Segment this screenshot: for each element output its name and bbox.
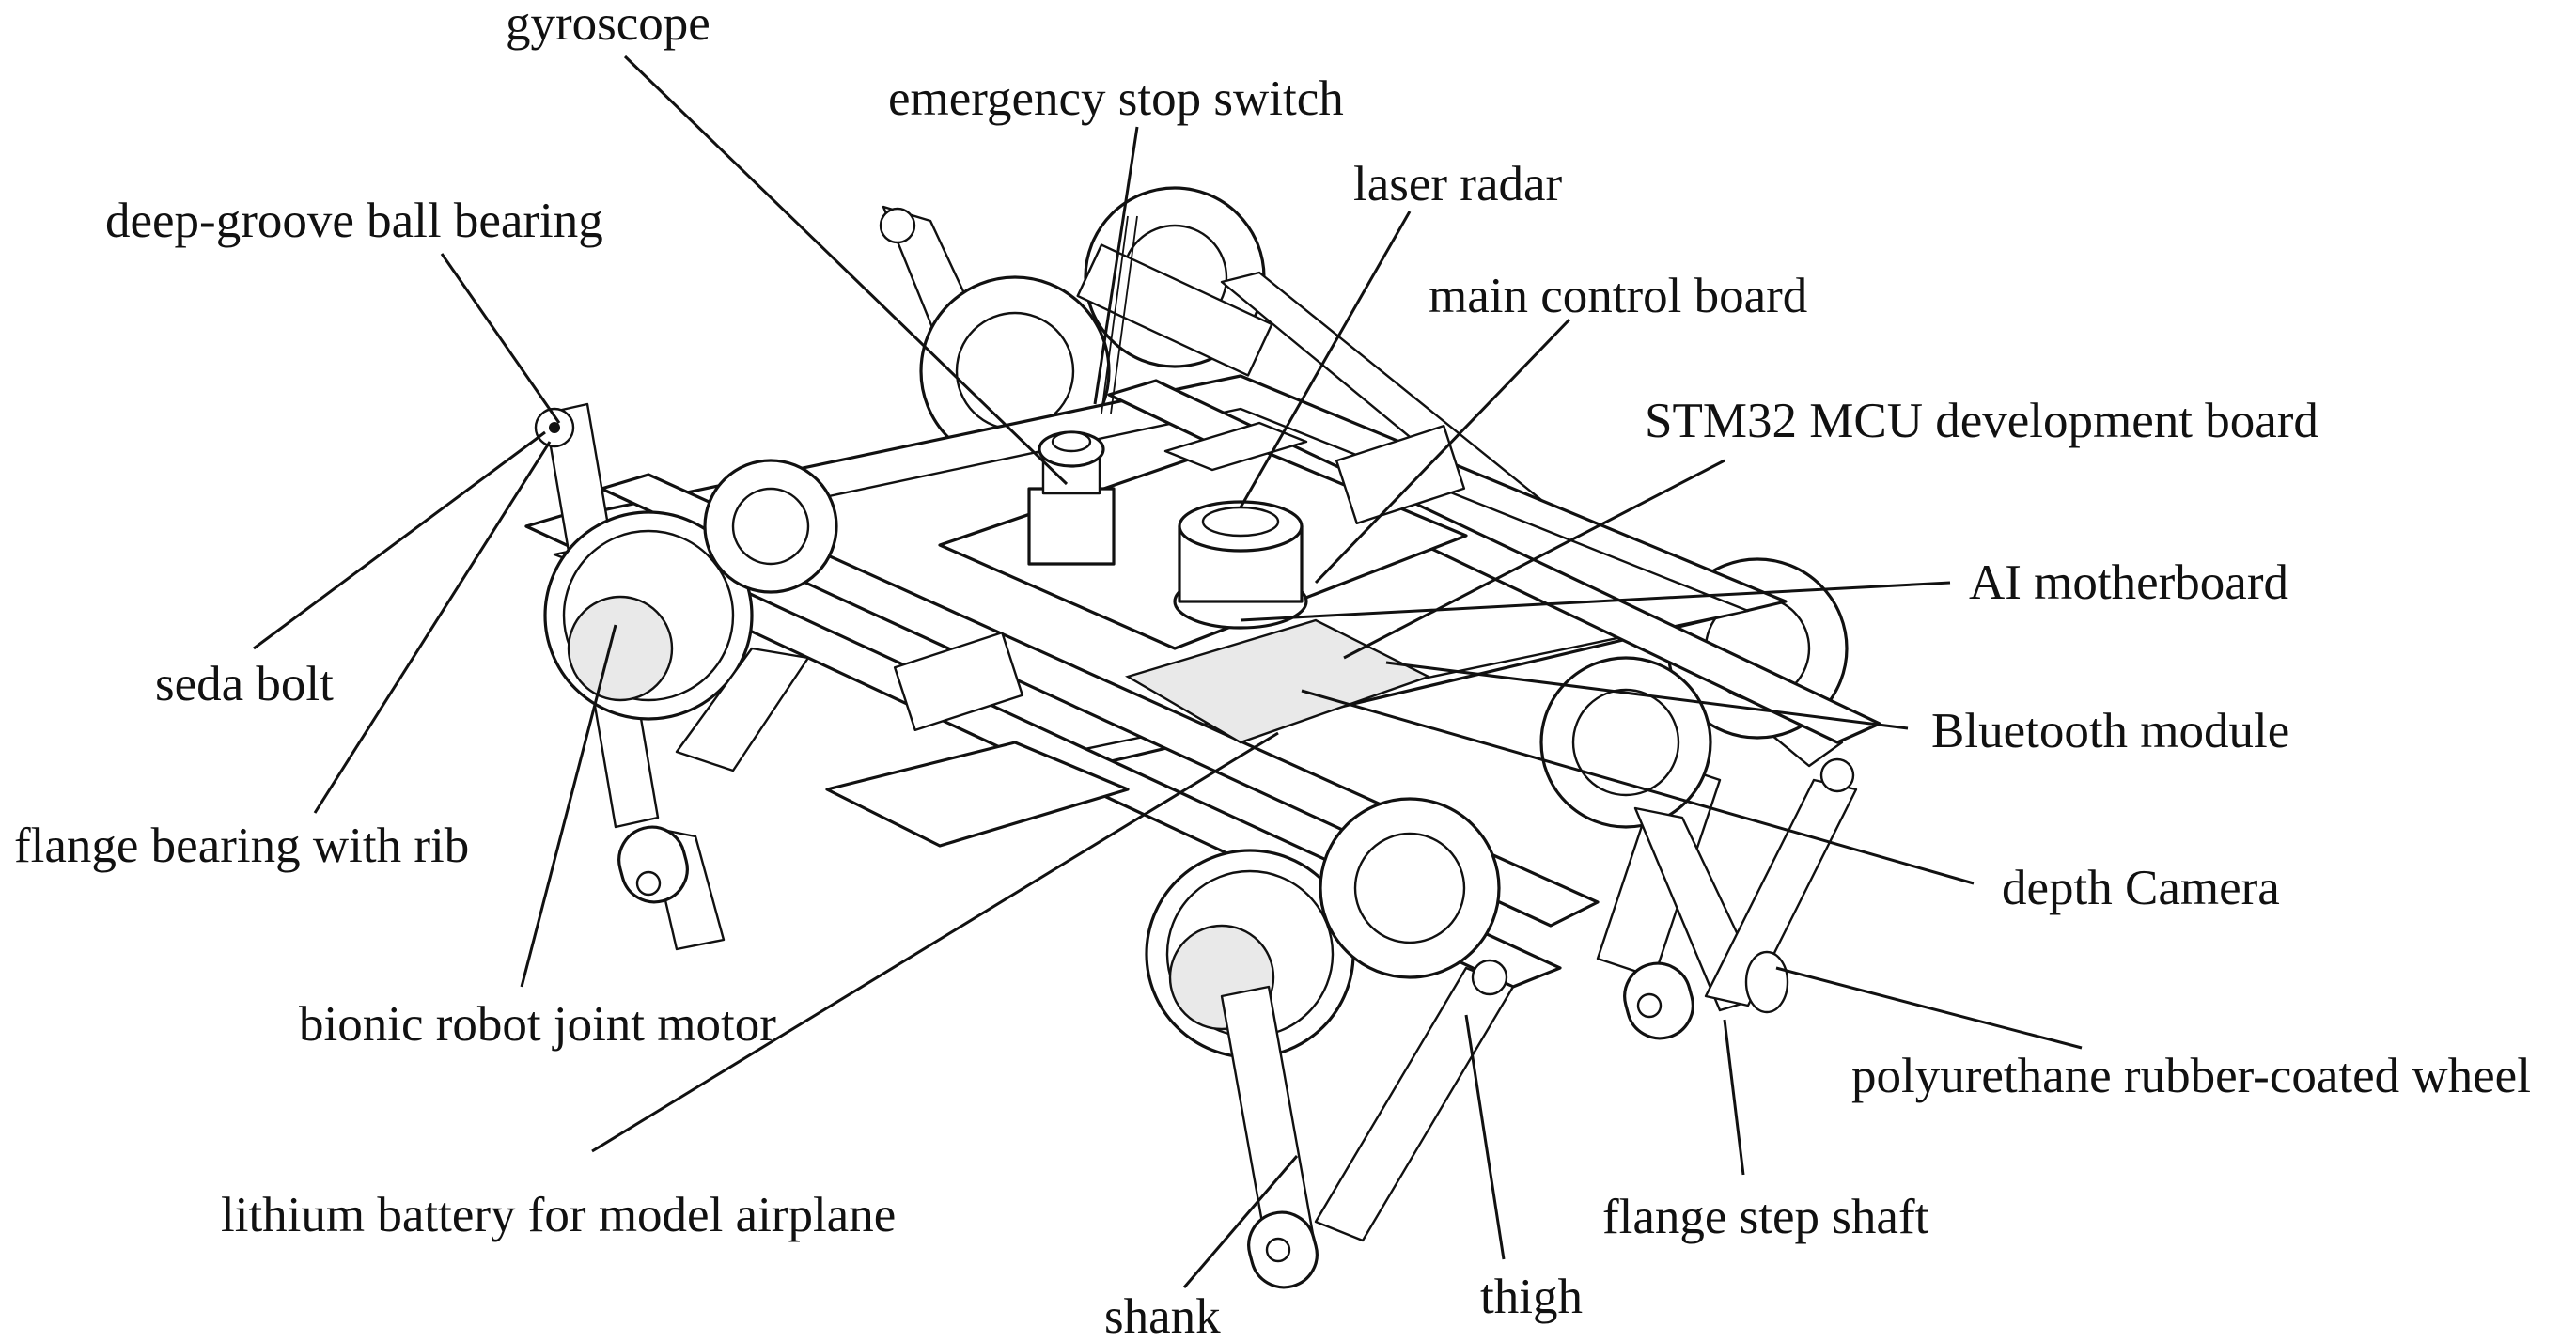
label-gyroscope: gyroscope	[506, 0, 710, 51]
label-seda-bolt: seda bolt	[155, 657, 334, 711]
leader-thigh	[1464, 1014, 1506, 1260]
label-lithium-battery: lithium battery for model airplane	[221, 1188, 896, 1242]
leader-seda-bolt	[253, 430, 546, 650]
leader-stm32	[1343, 459, 1725, 660]
label-stm32-mcu-development-board: STM32 MCU development board	[1645, 394, 2318, 448]
leader-ai-motherboard	[1240, 581, 1951, 622]
label-flange-step-shaft: flange step shaft	[1602, 1190, 1929, 1244]
label-polyurethane-rubber-coated-wheel: polyurethane rubber-coated wheel	[1851, 1049, 2531, 1103]
label-bionic-robot-joint-motor: bionic robot joint motor	[299, 997, 776, 1052]
label-deep-groove-ball-bearing: deep-groove ball bearing	[105, 194, 603, 248]
leader-shank	[1182, 1155, 1299, 1288]
leader-laser-radar	[1239, 211, 1412, 508]
sensor-mast	[1027, 215, 1308, 630]
label-emergency-stop-switch: emergency stop switch	[888, 71, 1344, 126]
leader-main-control-board	[1314, 318, 1571, 585]
leader-flange-bearing	[313, 441, 552, 814]
leader-emergency-stop	[1093, 126, 1139, 405]
leader-deep-groove	[440, 253, 561, 424]
leader-lines	[253, 55, 2083, 1288]
leader-polyurethane-wheel	[1775, 966, 2083, 1050]
leader-lithium-battery	[591, 731, 1279, 1153]
robot-drawing	[524, 186, 1881, 1289]
label-main-control-board: main control board	[1429, 269, 1807, 323]
front-right-leg	[1145, 797, 1515, 1289]
label-laser-radar: laser radar	[1353, 157, 1562, 211]
label-shank: shank	[1104, 1289, 1221, 1342]
leader-depth-camera	[1301, 689, 1975, 885]
label-depth-camera: depth Camera	[2002, 861, 2280, 915]
leader-gyroscope	[623, 55, 1069, 486]
leader-flange-step-shaft	[1723, 1019, 1745, 1176]
label-ai-motherboard: AI motherboard	[1969, 555, 2288, 610]
front-left-leg	[534, 402, 838, 951]
label-flange-bearing-with-rib: flange bearing with rib	[14, 819, 469, 873]
label-bluetooth-module: Bluetooth module	[1931, 704, 2289, 758]
leader-joint-motor	[520, 624, 617, 988]
leader-bluetooth	[1385, 661, 1909, 730]
label-thigh: thigh	[1480, 1270, 1583, 1324]
labels: gyroscope emergency stop switch laser ra…	[14, 0, 2531, 1342]
